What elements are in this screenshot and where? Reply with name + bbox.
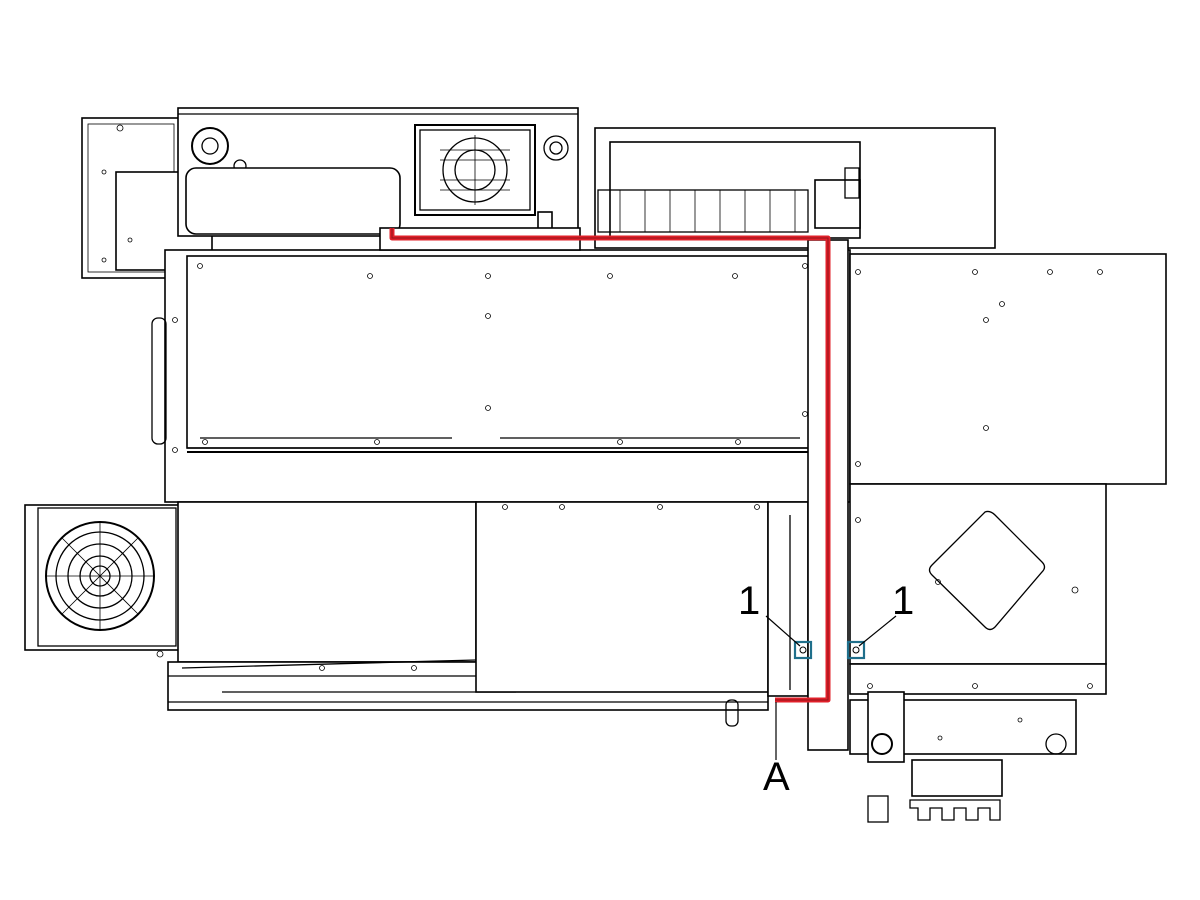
- leader-line-1-left: [765, 615, 801, 647]
- bottom-right-mechanism: [849, 691, 1077, 823]
- cable-route-red: [389, 228, 831, 703]
- right-lower-panel: [849, 483, 1107, 695]
- callout-1-right: 1: [892, 579, 914, 623]
- lower-left-section: [156, 501, 769, 727]
- leader-line-1-right: [858, 615, 897, 647]
- left-fan: [24, 504, 181, 651]
- highlight-box-right: [846, 640, 866, 660]
- right-upper-panel: [849, 253, 1167, 485]
- top-motor-unit: [177, 107, 579, 237]
- highlight-box-left: [793, 640, 813, 660]
- callout-1-left: 1: [738, 579, 760, 623]
- top-right-drum-unit: [594, 127, 996, 249]
- callout-A: A: [763, 755, 790, 799]
- main-upper-panel: [151, 227, 851, 503]
- top-fan-grille: [414, 124, 536, 216]
